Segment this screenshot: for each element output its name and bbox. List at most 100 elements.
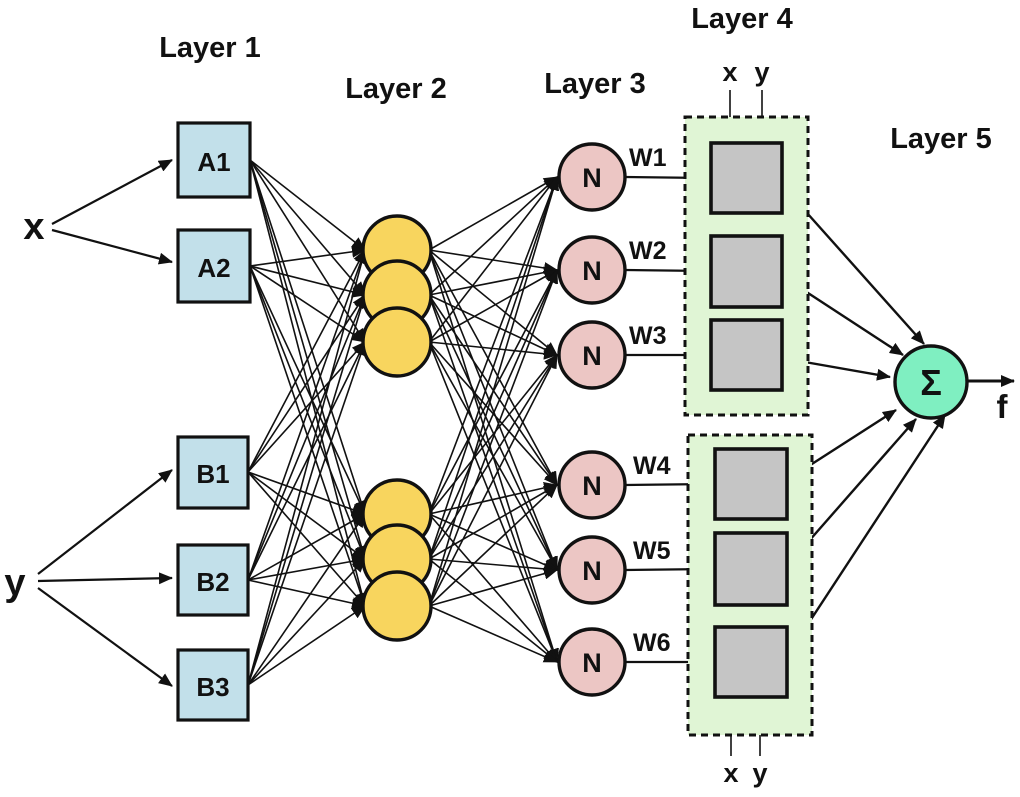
layer4-title: Layer 4	[691, 3, 793, 35]
connection-arrow	[428, 567, 558, 607]
norm-node	[557, 535, 627, 605]
weight-label-W3: W3	[629, 322, 667, 350]
connection-arrow	[428, 269, 558, 607]
norm-node	[557, 142, 627, 212]
connection-arrow	[37, 587, 173, 687]
connection-arrow	[428, 354, 558, 515]
norm-node-label: N	[582, 256, 602, 286]
connection-arrow	[37, 572, 173, 585]
membership-node-B3-label: B3	[196, 672, 229, 702]
layer3-norm-nodes: N N N N N N W1 W2 W3 W4 W5 W6	[557, 142, 671, 697]
connection-arrow	[428, 176, 560, 607]
layer2-rule-nodes	[361, 214, 433, 642]
connection-arrow	[247, 579, 366, 610]
membership-node-A1	[176, 121, 252, 199]
connection-arrow	[428, 294, 558, 571]
connections	[37, 90, 1015, 756]
connection-arrow	[428, 269, 558, 560]
layer2-title: Layer 2	[345, 73, 447, 105]
connection-arrow	[247, 341, 366, 581]
consequent-box	[709, 318, 784, 392]
connection-arrow	[247, 558, 366, 686]
connection-arrow	[247, 471, 366, 607]
connection-arrow	[247, 605, 366, 686]
weight-label-W4: W4	[633, 452, 671, 480]
norm-node	[557, 450, 627, 520]
membership-node-A2	[176, 228, 252, 304]
consequent-box	[713, 447, 789, 521]
consequent-box	[713, 625, 789, 699]
membership-node-B2-label: B2	[196, 567, 229, 597]
connection-arrow	[247, 555, 366, 581]
connection-arrow	[428, 484, 558, 607]
connection-arrow	[428, 176, 558, 515]
weight-label-W2: W2	[629, 237, 667, 265]
layer4-consequent-group-top: x y	[683, 57, 810, 417]
layer4-top-y-label: y	[754, 57, 769, 87]
membership-node-B2	[176, 543, 250, 617]
connection-arrow	[249, 159, 366, 343]
connection-arrow	[51, 228, 173, 265]
input-x-label: x	[23, 206, 44, 248]
rule-node	[361, 306, 433, 378]
membership-node-B1-label: B1	[196, 459, 229, 489]
consequent-box	[709, 234, 784, 309]
layer4-bottom-y-label: y	[752, 758, 767, 788]
rule-node	[361, 570, 433, 642]
sum-node-label: Σ	[920, 362, 942, 403]
connection-arrow	[249, 245, 366, 267]
membership-node-A2-label: A2	[197, 253, 230, 283]
connection-arrow	[428, 249, 558, 571]
connection-arrow	[428, 558, 558, 663]
connection-arrow	[249, 265, 366, 515]
sum-node	[893, 344, 969, 420]
norm-node	[557, 627, 627, 697]
connection-arrow	[247, 249, 366, 473]
connection-arrow	[428, 176, 558, 296]
connection-arrow	[247, 341, 366, 473]
connection-arrow	[247, 294, 368, 686]
connection-arrow	[428, 249, 558, 356]
connection-arrow	[428, 341, 558, 360]
connection-arrow	[428, 558, 558, 575]
connection-arrow	[428, 354, 558, 560]
connection-arrow	[247, 471, 366, 516]
connection-arrow	[428, 176, 559, 560]
connection-arrow	[37, 469, 173, 575]
connection-arrow	[249, 159, 367, 515]
connection-arrow	[428, 294, 558, 356]
consequent-box	[709, 141, 784, 215]
norm-node	[557, 320, 627, 390]
connection-arrow	[247, 294, 366, 473]
connection-arrow	[247, 513, 366, 686]
weight-label-W5: W5	[633, 537, 671, 565]
norm-node-label: N	[582, 163, 602, 193]
connection-arrow	[247, 249, 367, 581]
connection-arrow	[247, 513, 366, 581]
layer1-title: Layer 1	[159, 32, 261, 64]
norm-node-label: N	[582, 648, 602, 678]
output-f-label: f	[997, 388, 1009, 425]
layer4-top-x-label: x	[722, 57, 737, 87]
connection-arrow	[428, 354, 558, 607]
connection-arrow	[428, 176, 558, 343]
consequent-box	[713, 531, 789, 607]
connection-arrow	[428, 484, 558, 560]
connection-arrow	[249, 265, 366, 298]
layer5-title: Layer 5	[890, 123, 992, 155]
connection-arrow	[428, 341, 558, 663]
norm-node-label: N	[582, 556, 602, 586]
connection-arrow	[428, 294, 559, 663]
connection-arrow	[247, 294, 366, 581]
weight-label-W1: W1	[629, 144, 667, 172]
connection-arrow	[247, 341, 367, 686]
connection-arrow	[51, 159, 173, 225]
input-y-label: y	[4, 562, 25, 604]
norm-node-label: N	[582, 341, 602, 371]
membership-node-B1	[176, 435, 250, 510]
norm-node	[557, 235, 627, 305]
connection-arrow	[428, 266, 558, 296]
connection-arrow	[428, 513, 558, 571]
